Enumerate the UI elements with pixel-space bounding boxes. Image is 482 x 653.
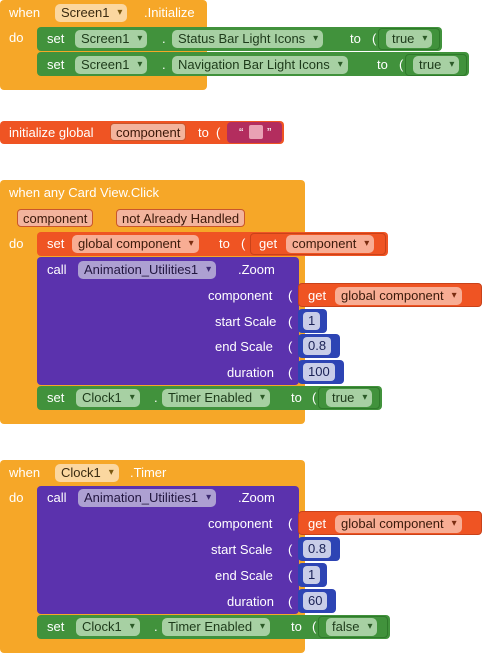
to-keyword: to bbox=[219, 236, 230, 251]
variable-dropdown[interactable]: global component bbox=[72, 235, 199, 253]
arg-label-end-scale: end Scale bbox=[215, 339, 273, 354]
paren: ( bbox=[288, 365, 293, 380]
number-field[interactable]: 100 bbox=[303, 363, 335, 381]
component-dropdown[interactable]: Clock1 bbox=[76, 389, 140, 407]
set-keyword: set bbox=[47, 57, 65, 72]
empty-text-field[interactable] bbox=[249, 125, 263, 139]
event-name: .Initialize bbox=[144, 5, 195, 20]
arg-label-component: component bbox=[208, 288, 273, 303]
boolean-dropdown[interactable]: true bbox=[326, 389, 373, 407]
component-dropdown[interactable]: Screen1 bbox=[75, 30, 148, 48]
number-field[interactable]: 60 bbox=[303, 592, 328, 610]
component-dropdown-clock1[interactable]: Clock1 bbox=[55, 464, 119, 482]
paren: ( bbox=[288, 542, 293, 557]
method-name: .Zoom bbox=[238, 490, 275, 505]
set-keyword: set bbox=[47, 390, 65, 405]
initialize-global-label: initialize global bbox=[9, 125, 94, 140]
to-keyword: to bbox=[350, 31, 361, 46]
set-keyword: set bbox=[47, 619, 65, 634]
arg-label-end-scale: end Scale bbox=[215, 568, 273, 583]
component-dropdown-screen1[interactable]: Screen1 bbox=[55, 4, 128, 22]
do-keyword: do bbox=[9, 30, 24, 45]
set-keyword: set bbox=[47, 31, 65, 46]
paren: ( bbox=[288, 516, 293, 531]
variable-dropdown[interactable]: global component bbox=[335, 515, 462, 533]
variable-dropdown[interactable]: global component bbox=[335, 287, 462, 305]
number-field[interactable]: 1 bbox=[303, 312, 321, 330]
component-dropdown[interactable]: Animation_Utilities1 bbox=[78, 489, 217, 507]
paren: ( bbox=[288, 568, 293, 583]
arg-label-component: component bbox=[208, 516, 273, 531]
boolean-dropdown[interactable]: false bbox=[326, 618, 378, 636]
paren: ( bbox=[241, 236, 246, 251]
component-dropdown[interactable]: Animation_Utilities1 bbox=[78, 261, 217, 279]
paren: ( bbox=[288, 314, 293, 329]
paren: ( bbox=[216, 125, 221, 140]
get-keyword: get bbox=[259, 236, 278, 251]
event-parameter-component[interactable]: component bbox=[17, 209, 94, 227]
number-field[interactable]: 1 bbox=[303, 566, 321, 584]
property-dropdown[interactable]: Timer Enabled bbox=[162, 618, 271, 636]
global-variable-name-field[interactable]: component bbox=[110, 123, 187, 141]
paren: ( bbox=[312, 619, 317, 634]
event-title: when any Card View.Click bbox=[9, 185, 160, 200]
paren: ( bbox=[312, 390, 317, 405]
variable-dropdown[interactable]: component bbox=[286, 235, 375, 253]
component-dropdown[interactable]: Screen1 bbox=[75, 56, 148, 74]
paren: ( bbox=[288, 339, 293, 354]
dot-separator: . bbox=[154, 619, 158, 634]
paren: ( bbox=[288, 288, 293, 303]
property-dropdown[interactable]: Timer Enabled bbox=[162, 389, 271, 407]
arg-label-duration: duration bbox=[227, 594, 274, 609]
property-dropdown[interactable]: Status Bar Light Icons bbox=[172, 30, 324, 48]
when-keyword: when bbox=[9, 5, 41, 20]
event-parameter-not-already-handled[interactable]: not Already Handled bbox=[116, 209, 246, 227]
to-keyword: to bbox=[291, 390, 302, 405]
number-field[interactable]: 0.8 bbox=[303, 540, 332, 558]
boolean-dropdown[interactable]: true bbox=[386, 30, 433, 48]
call-keyword: call bbox=[47, 262, 67, 277]
dot-separator: . bbox=[162, 57, 166, 72]
arg-label-duration: duration bbox=[227, 365, 274, 380]
arg-label-start-scale: start Scale bbox=[215, 314, 277, 329]
property-dropdown[interactable]: Navigation Bar Light Icons bbox=[172, 56, 348, 74]
do-keyword: do bbox=[9, 490, 24, 505]
call-zoom-block[interactable] bbox=[37, 486, 299, 614]
get-keyword: get bbox=[308, 288, 327, 303]
paren: ( bbox=[288, 594, 293, 609]
to-keyword: to bbox=[291, 619, 302, 634]
call-keyword: call bbox=[47, 490, 67, 505]
component-dropdown[interactable]: Clock1 bbox=[76, 618, 140, 636]
get-keyword: get bbox=[308, 516, 327, 531]
dot-separator: . bbox=[154, 390, 158, 405]
arg-label-start-scale: start Scale bbox=[211, 542, 273, 557]
paren: ( bbox=[372, 31, 377, 46]
when-keyword: when bbox=[9, 465, 41, 480]
method-name: .Zoom bbox=[238, 262, 275, 277]
dot-separator: . bbox=[162, 31, 166, 46]
boolean-dropdown[interactable]: true bbox=[413, 56, 460, 74]
to-keyword: to bbox=[198, 125, 209, 140]
set-keyword: set bbox=[47, 236, 65, 251]
do-keyword: do bbox=[9, 236, 24, 251]
paren: ( bbox=[399, 57, 404, 72]
quote-open: “ bbox=[239, 125, 244, 140]
to-keyword: to bbox=[377, 57, 388, 72]
quote-close: ” bbox=[267, 125, 272, 140]
event-name: .Timer bbox=[130, 465, 167, 480]
number-field[interactable]: 0.8 bbox=[303, 337, 332, 355]
